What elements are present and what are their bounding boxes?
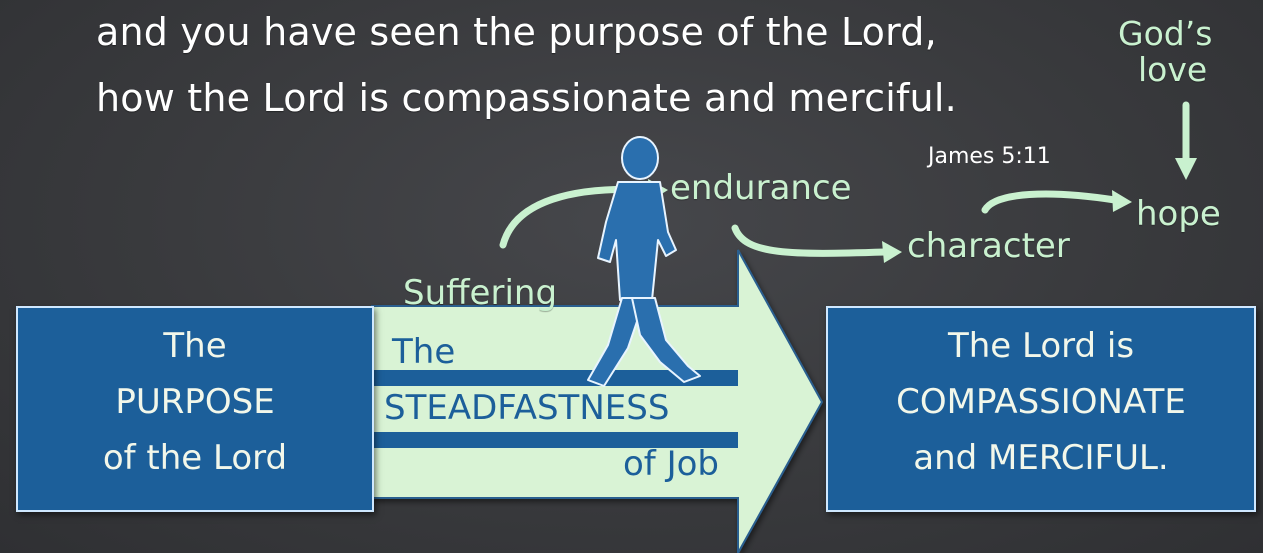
suffering-label: Suffering	[403, 273, 558, 313]
verse-line-2: how the Lord is compassionate and mercif…	[96, 76, 957, 120]
steadfastness-arrow	[371, 249, 824, 553]
hope-label: hope	[1136, 194, 1221, 234]
arrow-line-2: STEADFASTNESS	[384, 388, 670, 428]
arrow-line-1: The	[392, 332, 456, 372]
arrowhead-character	[882, 241, 902, 263]
arrowhead-gods-love	[1175, 158, 1197, 180]
gods-love-note-line-2: love	[1138, 50, 1208, 89]
left-box-line-3: of the Lord	[102, 438, 288, 478]
right-box-line-2: COMPASSIONATE	[896, 382, 1186, 422]
verse-line-1: and you have seen the purpose of the Lor…	[96, 10, 937, 54]
right-box-line-3: and MERCIFUL.	[913, 438, 1169, 478]
right-box-line-1: The Lord is	[947, 326, 1135, 366]
arrow-band-top	[374, 370, 738, 386]
left-box-line-1: The	[163, 326, 227, 366]
endurance-to-character-connector	[731, 224, 889, 257]
gods-love-note-line-1: God’s	[1118, 14, 1213, 53]
walking-person-icon	[587, 136, 701, 387]
arrow-band-bottom	[374, 432, 738, 448]
left-box-line-2: PURPOSE	[115, 382, 275, 422]
arrow-line-3: of Job	[623, 444, 719, 484]
endurance-label: endurance	[670, 168, 852, 208]
character-to-hope-connector	[981, 190, 1119, 214]
purpose-of-the-lord-box: The PURPOSE of the Lord	[16, 306, 374, 512]
compassionate-and-merciful-box: The Lord is COMPASSIONATE and MERCIFUL.	[826, 306, 1256, 512]
character-label: character	[907, 226, 1070, 266]
scripture-reference: James 5:11	[928, 144, 1051, 169]
arrowhead-hope	[1112, 190, 1132, 212]
